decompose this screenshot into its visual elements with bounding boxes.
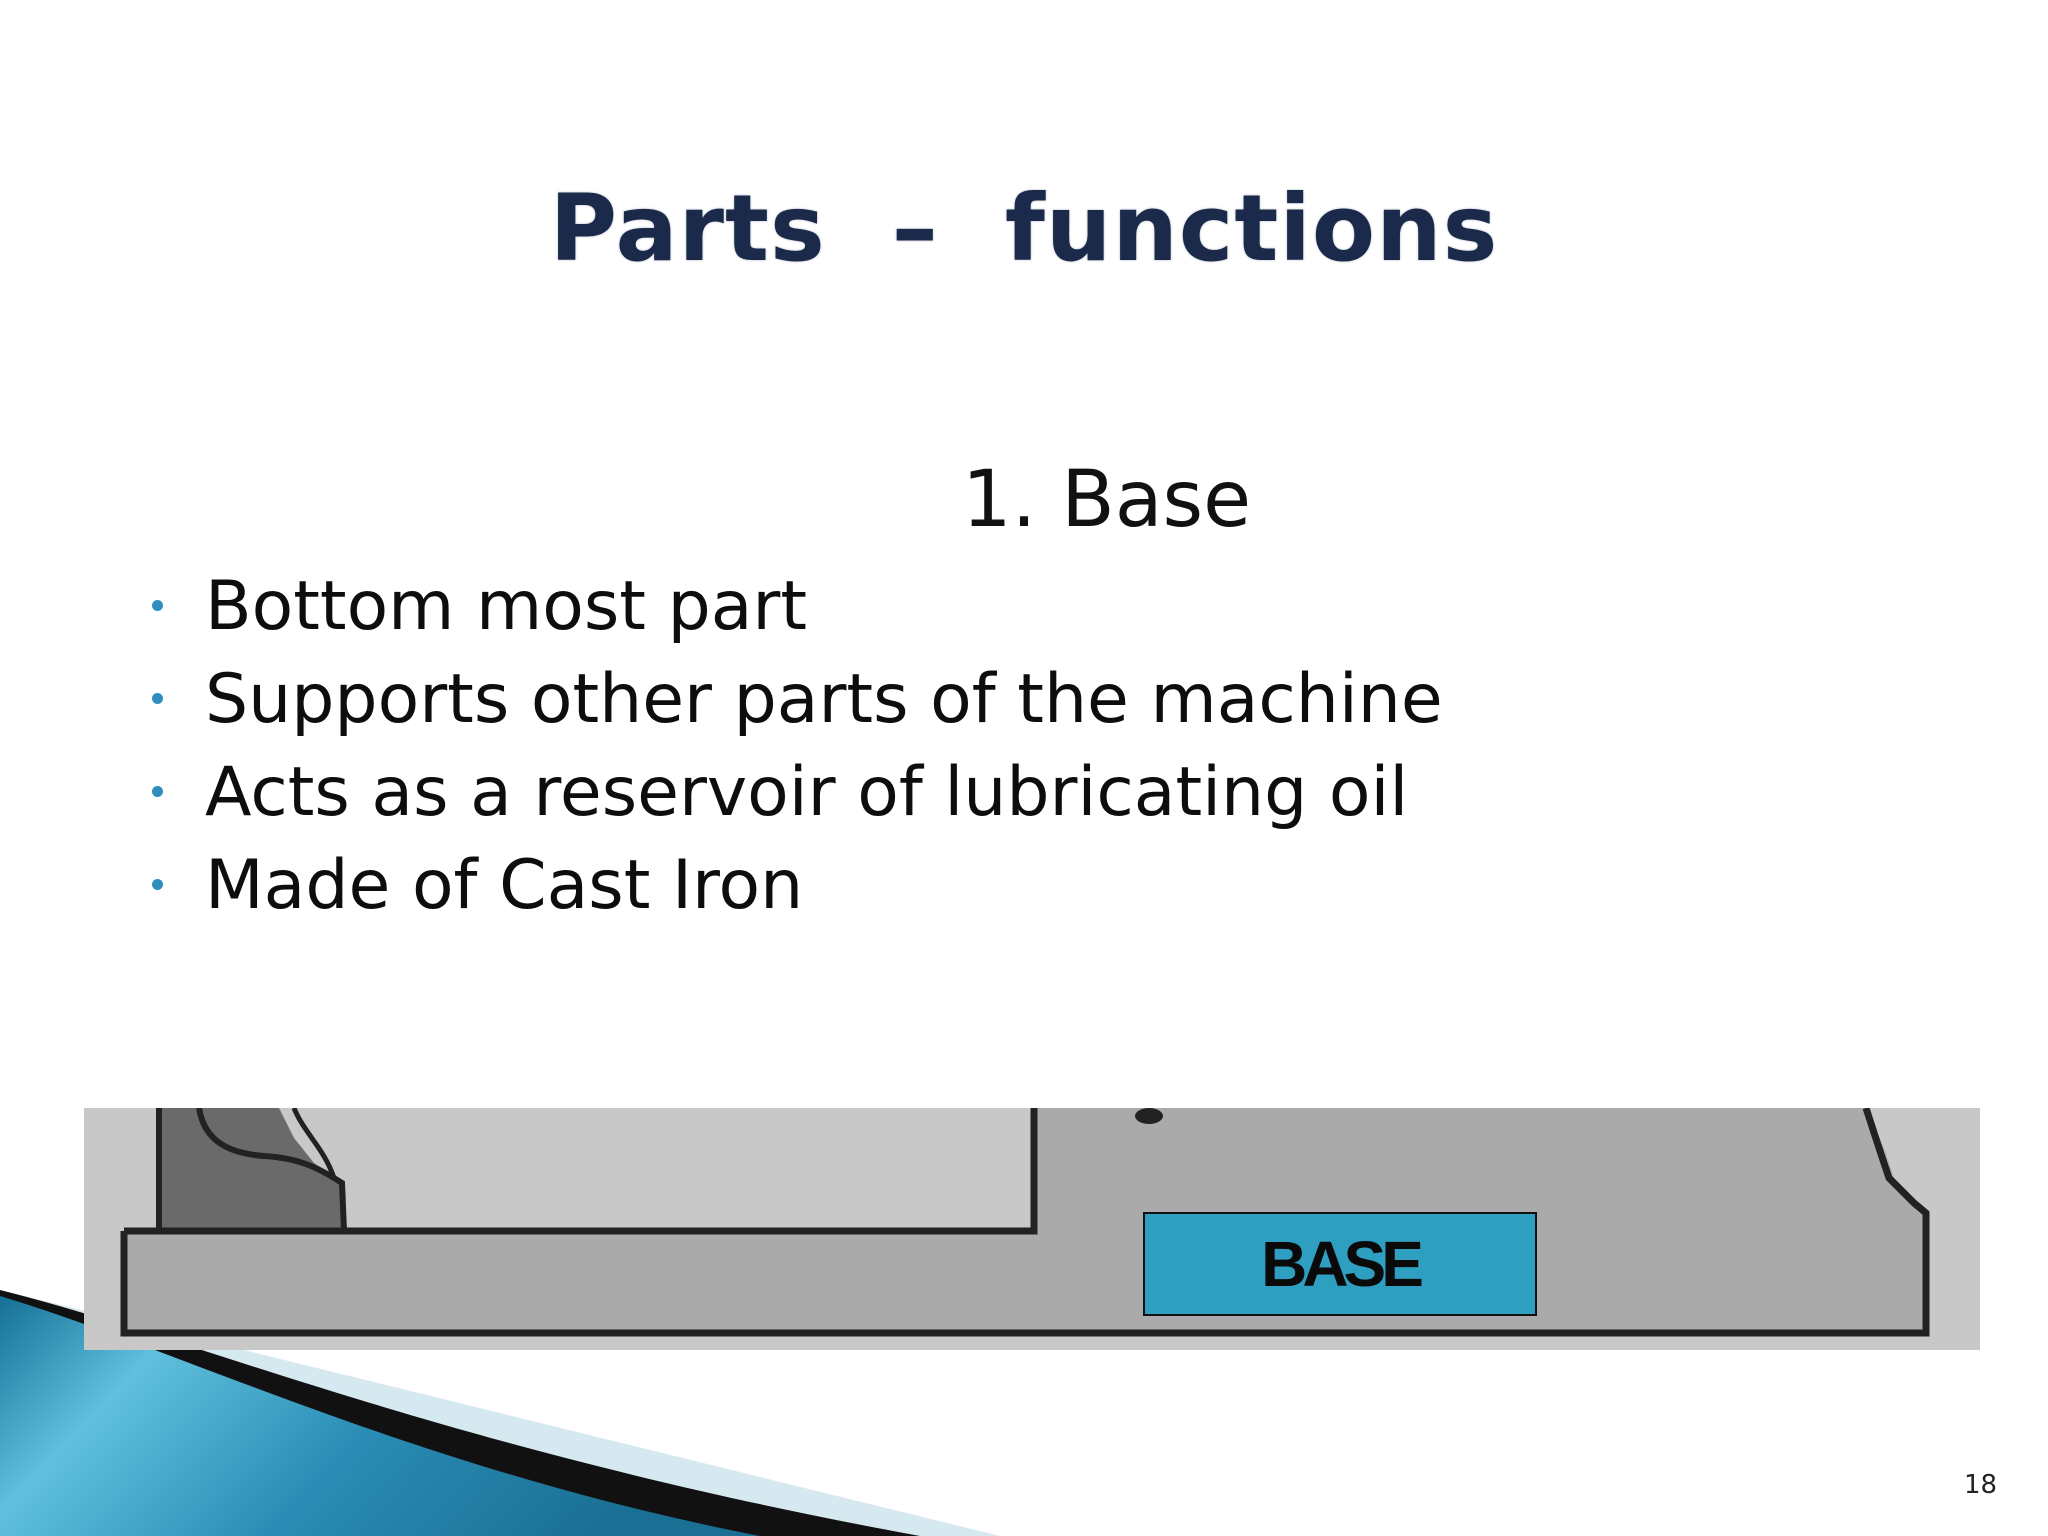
- slide-title: Parts – functions: [549, 175, 1499, 282]
- bullet-item: Made of Cast Iron: [145, 839, 1443, 932]
- bullet-icon: [152, 600, 163, 611]
- bullet-icon: [152, 693, 163, 704]
- bullet-item: Supports other parts of the machine: [145, 653, 1443, 746]
- decorative-swoosh: [0, 1290, 1000, 1536]
- bullet-text: Made of Cast Iron: [205, 846, 804, 925]
- page-number: 18: [1964, 1470, 1998, 1500]
- bullet-list: Bottom most part Supports other parts of…: [145, 560, 1443, 932]
- machine-base-diagram: [84, 1108, 1980, 1350]
- bullet-text: Acts as a reservoir of lubricating oil: [205, 753, 1409, 832]
- bullet-text: Bottom most part: [205, 567, 808, 646]
- bullet-icon: [152, 879, 163, 890]
- bullet-icon: [152, 786, 163, 797]
- bullet-text: Supports other parts of the machine: [205, 660, 1443, 739]
- bullet-item: Bottom most part: [145, 560, 1443, 653]
- bullet-item: Acts as a reservoir of lubricating oil: [145, 746, 1443, 839]
- section-subtitle: 1. Base: [962, 455, 1252, 545]
- diagram-label: BASE: [1261, 1228, 1424, 1300]
